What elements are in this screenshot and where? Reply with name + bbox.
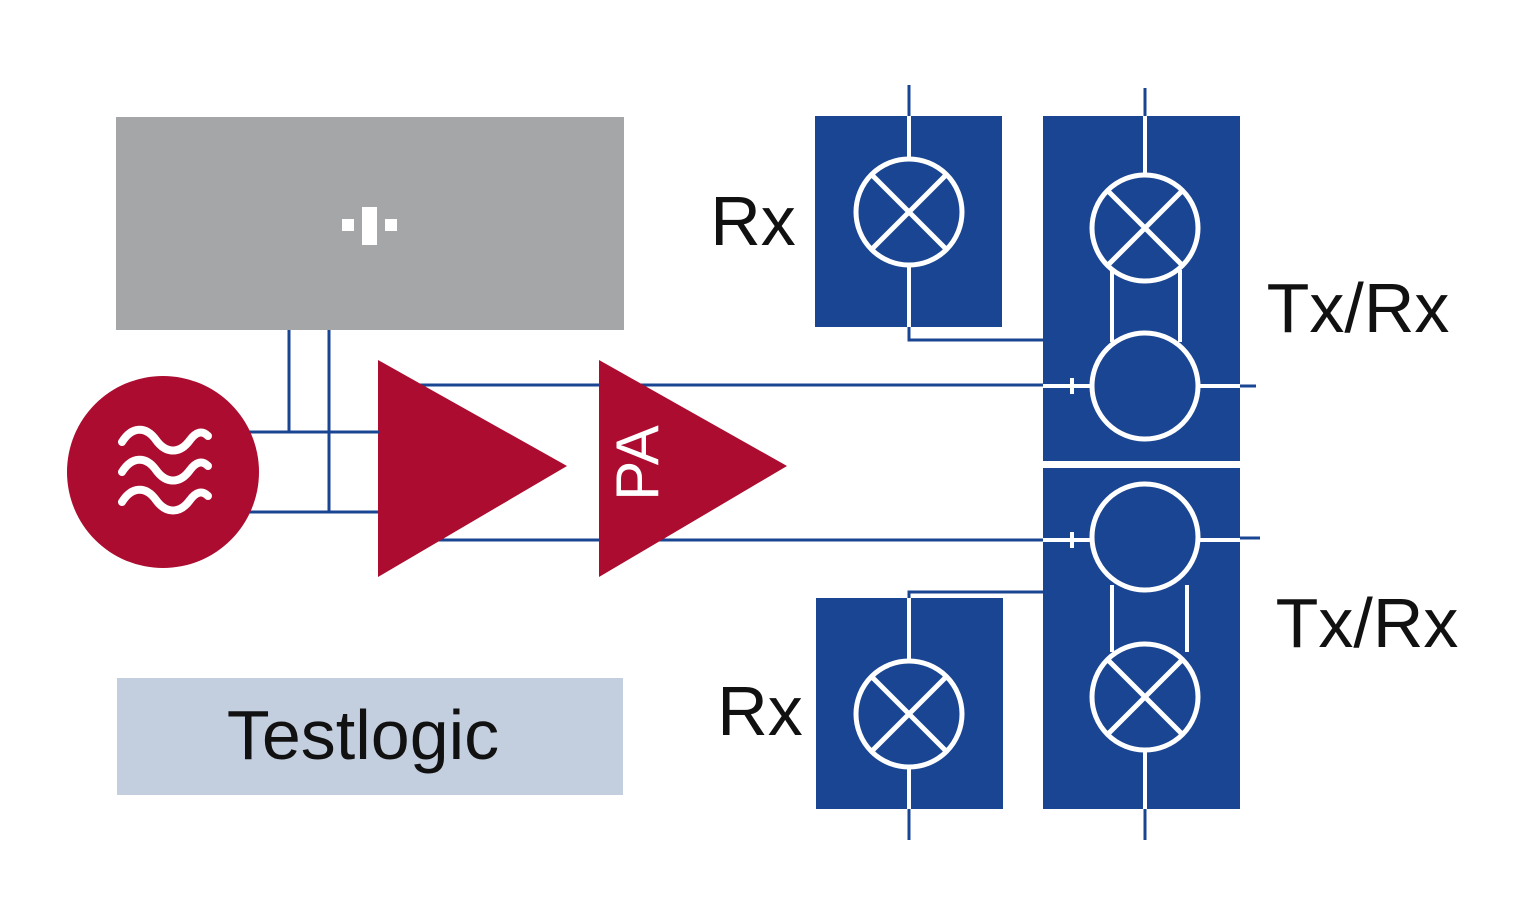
mixer-icon (1089, 641, 1201, 753)
testlogic-block (117, 678, 623, 795)
oscillator-circle (67, 376, 259, 568)
rx-bottom-label: Rx (717, 672, 803, 750)
txrx-top-label: Tx/Rx (1267, 269, 1450, 347)
txrx-bottom-label: Tx/Rx (1276, 584, 1459, 662)
power-amplifier (599, 360, 787, 577)
mixer-icon (853, 156, 965, 268)
testlogic-label: Testlogic (227, 696, 499, 774)
rx-top-label: Rx (710, 182, 796, 260)
driver-amplifier (378, 360, 567, 577)
circle-icon (1089, 481, 1201, 593)
wave-icon (118, 425, 212, 515)
txrx-bottom-block (1043, 468, 1240, 809)
mixer-icon (853, 658, 965, 770)
chip-icon (342, 207, 397, 245)
circle-icon (1089, 330, 1201, 442)
pa-label: PA (604, 425, 671, 501)
txrx-top-block (1043, 116, 1240, 461)
block-wires (907, 116, 1240, 809)
mixer-icon (1089, 172, 1201, 284)
